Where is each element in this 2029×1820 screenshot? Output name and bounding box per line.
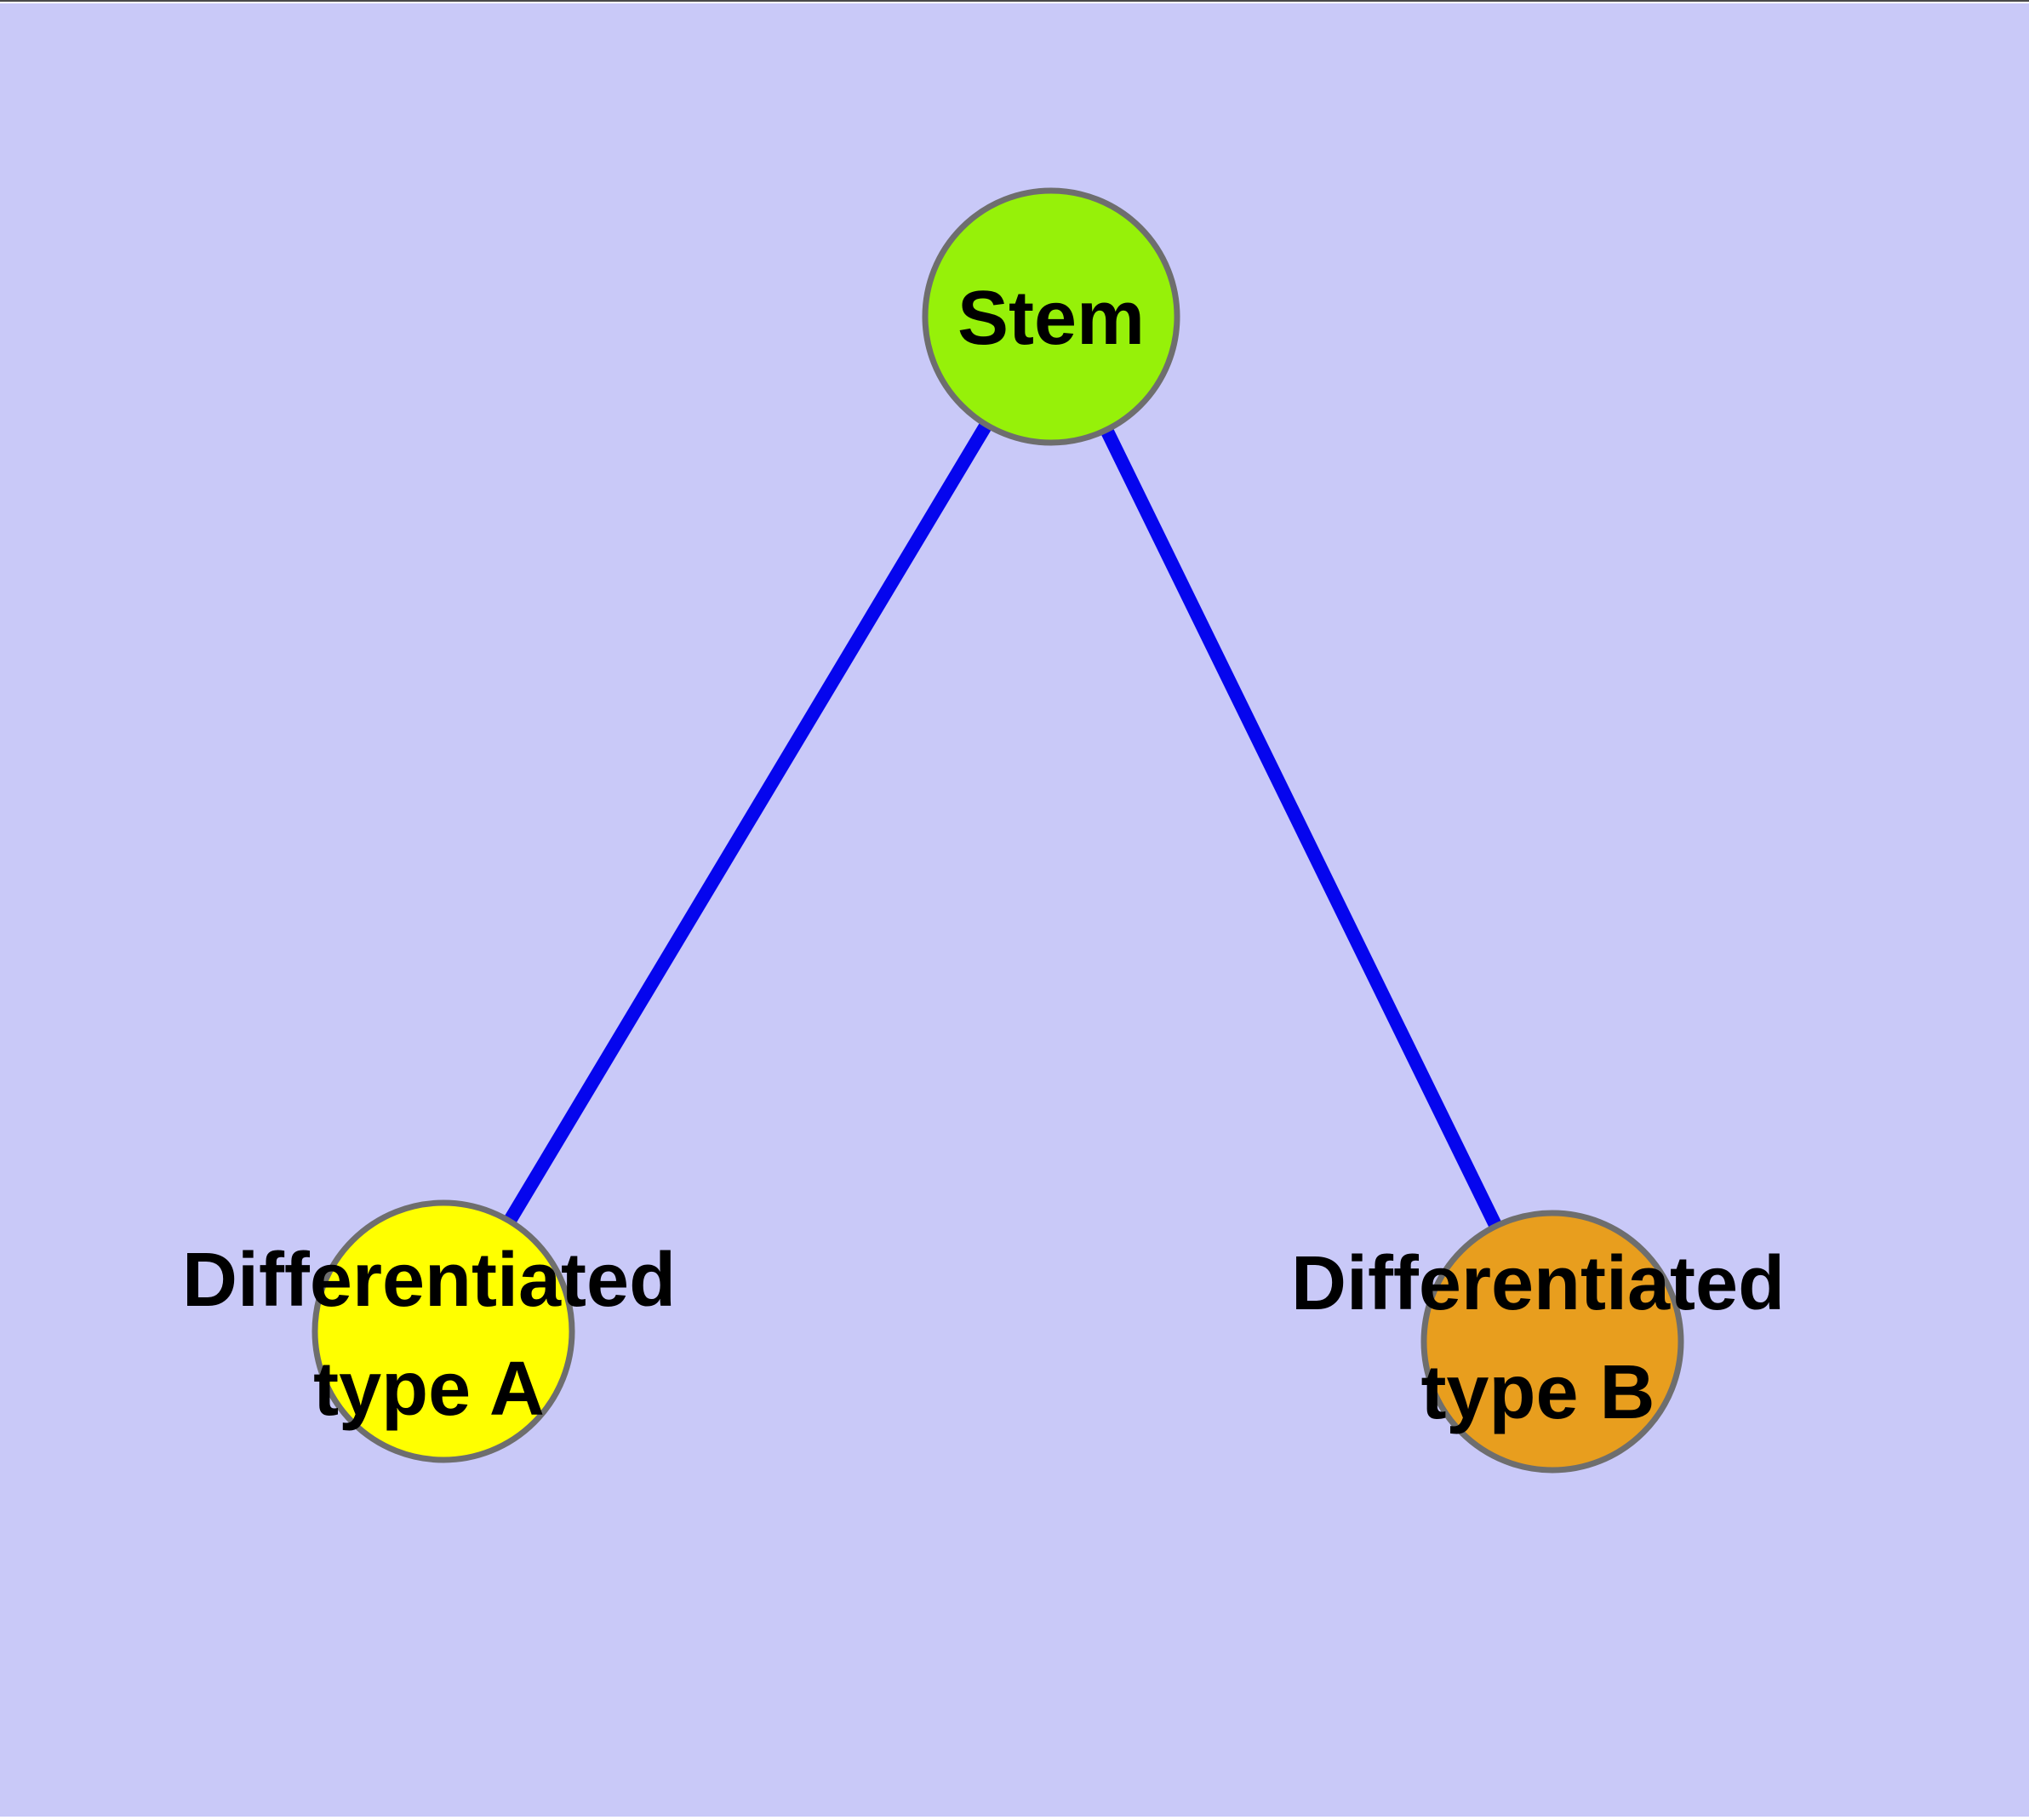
node-type-a-label-line1: Differentiated (181, 1238, 677, 1323)
window-top-edge (0, 0, 2029, 2)
node-type-a-label: Differentiated type A (182, 1226, 676, 1444)
node-type-b-label-line2: type B (1420, 1350, 1655, 1435)
node-stem[interactable] (922, 187, 1180, 446)
node-type-a[interactable] (311, 1199, 575, 1463)
node-type-b-label-line1: Differentiated (1290, 1241, 1786, 1326)
edge-stem-to-type-b (1044, 313, 1559, 1345)
node-stem-label-line: Stem (957, 276, 1146, 361)
node-type-a-label-line2: type A (313, 1347, 545, 1432)
node-type-b-label: Differentiated type B (1291, 1229, 1785, 1447)
edge-stem-to-type-a (437, 312, 1057, 1336)
node-stem-label: Stem (957, 264, 1145, 373)
node-type-b[interactable] (1420, 1210, 1684, 1474)
